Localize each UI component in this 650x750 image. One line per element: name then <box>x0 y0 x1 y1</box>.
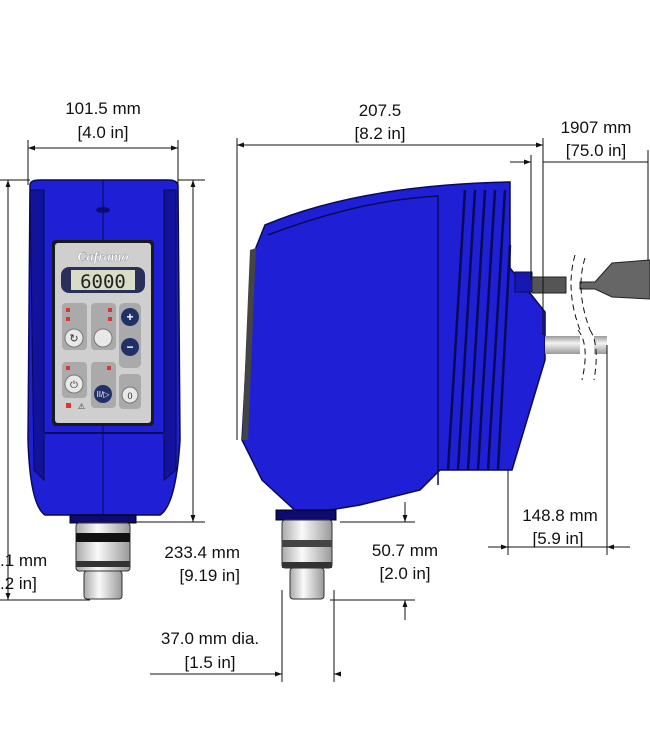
front-side-rib-left <box>29 189 45 482</box>
chuck-diameter-mm: 37.0 mm dia. <box>161 629 259 648</box>
front-chuck <box>75 522 131 600</box>
rod-offset-in: [5.9 in] <box>532 529 583 548</box>
plus-icon: + <box>126 310 133 324</box>
side-housing <box>241 181 546 516</box>
display-reading: 6000 <box>80 271 126 293</box>
depth-in: [8.2 in] <box>354 124 405 143</box>
body-height-mm: 233.4 mm <box>164 543 240 562</box>
increase-button[interactable] <box>121 308 139 326</box>
cord-length-in: [75.0 in] <box>566 141 627 160</box>
decrease-button[interactable] <box>121 338 139 356</box>
play-pause-icon: II/▷ <box>97 390 111 399</box>
lcd-display <box>71 270 135 290</box>
power-cord <box>531 276 567 294</box>
minus-icon: − <box>126 340 133 354</box>
side-view <box>241 181 650 600</box>
power-icon: ⏻ <box>70 380 78 391</box>
cord-plug <box>579 259 650 300</box>
front-side-rib-right <box>163 189 177 482</box>
warning-led <box>66 403 71 408</box>
svg-text:0: 0 <box>127 391 132 401</box>
front-view: Caframo 6000 ↻ + − ⏻ ⚠ II/▷ 0 <box>27 179 181 600</box>
warning-icon: ⚠ <box>78 402 85 411</box>
power-button[interactable] <box>64 374 84 394</box>
overall-height-mm: .1 mm <box>0 551 47 570</box>
brand-logo: Caframo <box>77 250 128 265</box>
rotate-icon: ↻ <box>69 333 78 345</box>
rod-offset-mm: 148.8 mm <box>522 506 598 525</box>
dimension-lines <box>0 138 649 682</box>
body-height-in: [9.19 in] <box>180 566 241 585</box>
cord-break-mark <box>570 254 591 331</box>
front-hole <box>96 207 110 213</box>
chuck-height-mm: 50.7 mm <box>372 541 438 560</box>
rotation-button[interactable] <box>64 328 84 348</box>
overall-height-in: .2 in] <box>0 574 37 593</box>
mode-button[interactable] <box>93 328 113 348</box>
zero-button[interactable] <box>121 386 139 404</box>
cord-length-mm: 1907 mm <box>561 118 632 137</box>
side-chuck <box>281 519 333 600</box>
chuck-diameter-in: [1.5 in] <box>184 653 235 672</box>
start-stop-button[interactable] <box>94 385 112 403</box>
side-keypad-edge <box>242 248 256 440</box>
chuck-height-in: [2.0 in] <box>379 564 430 583</box>
mounting-rod <box>545 336 607 354</box>
width-mm: 101.5 mm <box>65 99 141 118</box>
rod-break-mark <box>577 329 597 381</box>
depth-mm: 207.5 <box>359 101 402 120</box>
width-in: [4.0 in] <box>77 123 128 142</box>
cooling-fins <box>446 189 512 471</box>
